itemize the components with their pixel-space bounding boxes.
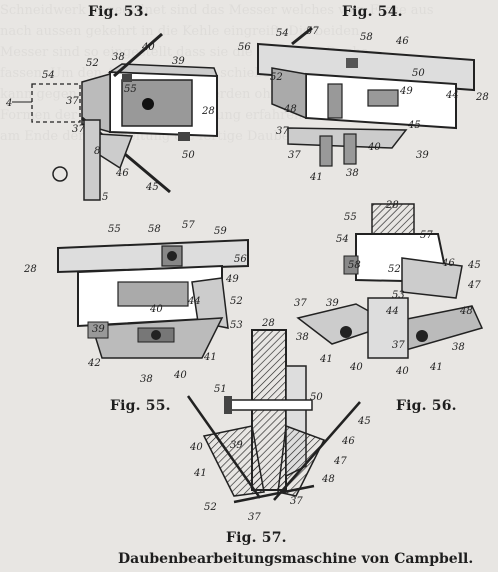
fig56-num-14: 38 [296, 332, 309, 343]
fig57-num-7: 46 [341, 436, 355, 447]
fig55-num-6: 28 [23, 264, 37, 275]
fig54-label: Fig. 54. [342, 4, 403, 20]
fig56-num-19: 38 [452, 342, 465, 353]
fig55-num-12: 39 [92, 324, 105, 335]
fig56-num-16: 41 [319, 354, 333, 365]
fig53-num-5: 39 [172, 56, 185, 67]
fig53-num-3: 38 [112, 52, 125, 63]
fig54-num-7: 50 [412, 68, 425, 79]
fig54-num-3: 58 [360, 32, 373, 43]
fig57-num-11: 52 [204, 502, 217, 513]
fig53-num-9: 37 [66, 96, 79, 107]
fig56-num-1: 55 [344, 212, 357, 223]
fig57-num-10: 48 [321, 474, 335, 485]
fig54-num-5: 56 [238, 42, 251, 53]
fig54-num-1: 54 [276, 28, 289, 39]
fig56-label: Fig. 56. [396, 398, 457, 414]
fig56-num-12: 53 [392, 290, 405, 301]
fig53-num-11: 8 [94, 146, 100, 157]
fig53-num-7: 28 [201, 106, 215, 117]
fig56-num-7: 45 [467, 260, 481, 271]
fig55-num-2: 58 [148, 224, 161, 235]
fig56-drawing: 55 28 54 57 58 46 45 52 47 37 39 53 48 3… [294, 200, 484, 377]
fig55-num-8: 44 [187, 296, 201, 307]
fig53-num-14: 45 [145, 182, 159, 193]
fig53-num-12: 50 [182, 150, 195, 161]
fig57-num-13: 37 [290, 496, 303, 507]
fig54-num-18: 39 [416, 150, 429, 161]
fig54-num-16: 41 [309, 172, 323, 183]
fig55-label: Fig. 55. [110, 398, 171, 414]
plate-caption: Daubenbearbeitungsmaschine von Campbell. [118, 551, 474, 567]
fig56-num-5: 58 [348, 260, 361, 271]
fig55-num-16: 40 [173, 370, 187, 381]
fig56-num-21: 40 [395, 366, 409, 377]
fig55-num-14: 42 [87, 358, 101, 369]
fig56-num-15: 44 [385, 306, 399, 317]
fig53-num-10: 37 [72, 124, 85, 135]
fig55-num-15: 38 [140, 374, 153, 385]
fig57-num-4: 45 [357, 416, 371, 427]
fig57-num-1: 28 [261, 318, 275, 329]
fig56-num-13: 48 [459, 306, 473, 317]
fig55-num-9: 52 [230, 296, 243, 307]
fig56-num-2: 28 [385, 200, 399, 211]
fig56-num-17: 40 [349, 362, 363, 373]
fig54-num-12: 45 [407, 120, 421, 131]
fig55-num-11: 53 [230, 320, 243, 331]
fig54-num-13: 37 [276, 126, 289, 137]
fig57-num-6: 39 [230, 440, 243, 451]
fig53-num-15: 5 [102, 192, 108, 203]
fig55-num-13: 41 [203, 352, 217, 363]
fig56-num-11: 39 [326, 298, 339, 309]
fig57-num-9: 47 [333, 456, 347, 467]
fig56-num-6: 46 [441, 258, 455, 269]
fig53-num-8: 4 [5, 98, 12, 109]
fig56-num-18: 37 [392, 340, 405, 351]
fig54-num-14: 40 [367, 142, 381, 153]
fig55-num-4: 59 [214, 226, 227, 237]
fig54-num-9: 49 [399, 86, 413, 97]
fig53-num-6: 55 [124, 84, 137, 95]
fig56-num-20: 41 [429, 362, 443, 373]
fig57-drawing: 28 51 50 45 40 39 46 41 47 48 52 37 37 [186, 318, 371, 523]
fig54-num-11: 28 [475, 92, 489, 103]
fig56-num-4: 57 [420, 230, 433, 241]
fig57-label: Fig. 57. [226, 530, 287, 546]
fig55-num-1: 55 [108, 224, 121, 235]
fig54-num-4: 46 [395, 36, 409, 47]
fig56-num-3: 54 [336, 234, 349, 245]
fig57-num-8: 41 [193, 468, 207, 479]
fig56-num-10: 37 [294, 298, 307, 309]
fig57-num-2: 51 [214, 384, 227, 395]
fig53-num-4: 40 [141, 42, 155, 53]
fig56-num-9: 47 [467, 280, 481, 291]
fig57-num-3: 50 [310, 392, 323, 403]
fig53-num-1: 52 [86, 58, 99, 69]
fig54-num-6: 52 [270, 72, 283, 83]
fig56-num-8: 52 [388, 264, 401, 275]
fig54-num-15: 37 [288, 150, 301, 161]
fig55-drawing: 55 58 57 59 56 28 49 44 52 40 53 39 41 4… [23, 220, 249, 385]
fig55-num-10: 40 [149, 304, 163, 315]
fig53-num-13: 46 [115, 168, 129, 179]
fig53-label: Fig. 53. [88, 4, 149, 20]
fig54-drawing: 54 57 58 46 56 52 50 48 49 44 28 45 37 4… [238, 26, 489, 183]
fig53-drawing: 52 54 38 40 39 55 28 4 37 37 8 50 46 45 … [5, 32, 219, 203]
fig54-num-2: 57 [306, 26, 319, 37]
fig55-num-7: 49 [225, 274, 239, 285]
fig57-num-12: 37 [248, 512, 261, 523]
fig53-num-2: 54 [42, 70, 55, 81]
fig57-num-5: 40 [189, 442, 203, 453]
fig54-num-10: 44 [445, 90, 459, 101]
fig54-num-17: 38 [346, 168, 359, 179]
fig54-num-8: 48 [283, 104, 297, 115]
fig55-num-3: 57 [182, 220, 195, 231]
fig55-num-5: 56 [234, 254, 247, 265]
